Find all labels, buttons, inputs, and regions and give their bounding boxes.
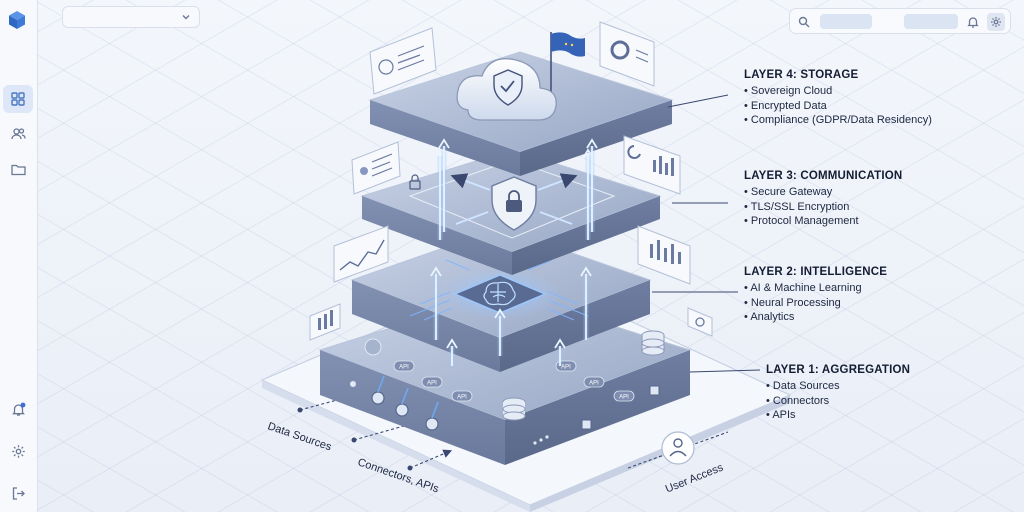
floating-card-pie (599, 21, 655, 87)
layer-2-item: AI & Machine Learning (744, 281, 887, 296)
sidebar-item-logout[interactable] (3, 479, 33, 507)
gear-icon (11, 444, 25, 458)
layer-4-item: Sovereign Cloud (744, 84, 932, 99)
workspace-select[interactable] (62, 6, 200, 28)
connector-plug-icon (425, 401, 439, 431)
flag-icon (550, 32, 585, 92)
api-chip-label: API (427, 381, 437, 387)
api-chip: API (421, 376, 443, 388)
layer-1-item: APIs (766, 408, 910, 423)
connector-plug-icon (371, 375, 385, 405)
users-icon (10, 128, 26, 140)
gear-icon (991, 17, 1001, 27)
bell-icon (11, 402, 25, 416)
floating-card-list (351, 141, 401, 195)
api-chip-label: API (399, 365, 409, 371)
upward-arrow (430, 266, 442, 340)
api-chip: API (393, 360, 415, 372)
brain-icon (483, 281, 516, 306)
upward-arrow (446, 338, 458, 366)
grid-icon (11, 92, 25, 106)
layer-4-item: Compliance (GDPR/Data Residency) (744, 113, 932, 128)
layer-4-label: LAYER 4: STORAGE Sovereign Cloud Encrypt… (744, 69, 932, 128)
sidebar-item-settings[interactable] (3, 437, 33, 465)
api-chip-label: API (589, 381, 599, 387)
api-chips: API API API API API API (371, 360, 660, 431)
upward-arrow (438, 138, 450, 232)
upward-arrow (494, 308, 506, 356)
search-input[interactable] (820, 14, 872, 29)
layer-3-item: TLS/SSL Encryption (744, 200, 902, 215)
floating-card-barchart (637, 225, 691, 285)
chevron-down-icon (182, 15, 190, 20)
floating-card-bars (623, 135, 681, 195)
upward-arrow (580, 266, 592, 340)
api-chip: API (451, 390, 473, 402)
bell-icon (967, 17, 979, 28)
lock-icon (409, 174, 421, 190)
api-chip-label: API (457, 395, 467, 401)
api-chip: API (555, 360, 577, 372)
layer-4-slab (368, 32, 674, 176)
sidebar-item-dashboard[interactable] (3, 85, 33, 113)
port-icon (581, 419, 592, 430)
floating-card-small-bars (309, 303, 341, 341)
notifications-button[interactable] (964, 13, 982, 31)
upward-data-arrows (430, 138, 598, 366)
layer-1-item: Connectors (766, 394, 910, 409)
layer-2-item: Analytics (744, 310, 887, 325)
floating-card-linechart (333, 225, 389, 283)
layer-2-item: Neural Processing (744, 296, 887, 311)
layer-3-slab (360, 149, 662, 275)
sidebar (0, 0, 38, 512)
api-chip: API (613, 390, 635, 402)
api-chip-label: API (561, 365, 571, 371)
floating-card-profile (369, 27, 437, 95)
sidebar-item-notifications[interactable] (3, 395, 33, 423)
settings-button[interactable] (987, 13, 1005, 31)
layer-1-title: LAYER 1: AGGREGATION (766, 364, 911, 376)
database-icon (502, 397, 526, 421)
folder-icon (10, 164, 26, 175)
search-button[interactable] (795, 13, 813, 31)
port-icon (649, 385, 660, 396)
layer-2-title: LAYER 2: INTELLIGENCE (744, 266, 888, 278)
logout-icon (12, 486, 25, 500)
sidebar-item-files[interactable] (3, 155, 33, 183)
leader-lines (652, 94, 761, 373)
layer-4-item: Encrypted Data (744, 99, 932, 114)
api-chip-label: API (619, 395, 629, 401)
layer-2-label: LAYER 2: INTELLIGENCE AI & Machine Learn… (744, 266, 887, 325)
layer-1-label: LAYER 1: AGGREGATION Data Sources Connec… (766, 364, 910, 423)
search-icon (798, 16, 810, 28)
topbar-pill[interactable] (904, 14, 958, 29)
connector-plug-icon (395, 387, 409, 417)
layer-1-item: Data Sources (766, 379, 910, 394)
sidebar-item-users[interactable] (3, 120, 33, 148)
shield-lock-icon (491, 176, 537, 231)
layer-3-title: LAYER 3: COMMUNICATION (744, 170, 903, 182)
layer-3-item: Protocol Management (744, 214, 902, 229)
floating-card-gear (687, 307, 713, 337)
cloud-shield-icon (456, 58, 557, 121)
layer-4-title: LAYER 4: STORAGE (744, 69, 859, 81)
layer-2-slab (350, 227, 652, 372)
api-chip: API (583, 376, 605, 388)
layer-3-item: Secure Gateway (744, 185, 902, 200)
user-access-node (661, 431, 695, 465)
layer-3-label: LAYER 3: COMMUNICATION Secure Gateway TL… (744, 170, 902, 229)
upward-arrow (554, 338, 566, 366)
cube-icon[interactable] (6, 9, 28, 31)
database-icon (641, 330, 665, 356)
upward-arrow (586, 138, 598, 232)
topbar-toolbar (789, 8, 1011, 34)
